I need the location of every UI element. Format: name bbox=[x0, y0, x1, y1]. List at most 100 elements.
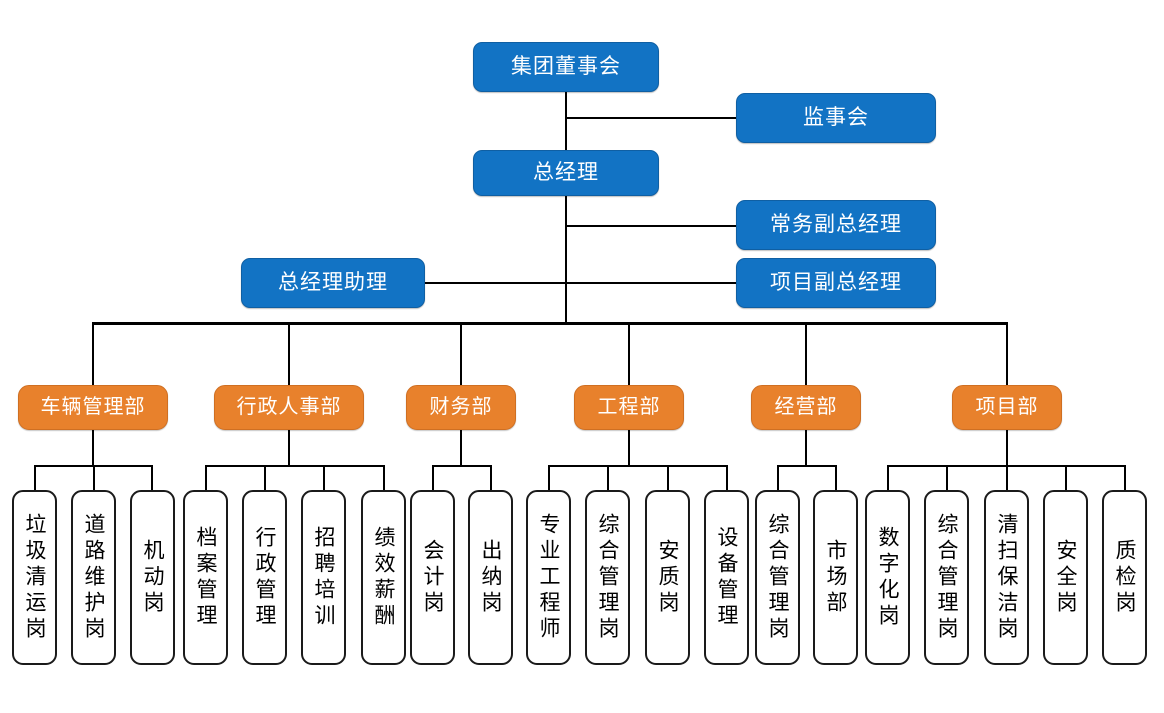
connector-leaf-drop bbox=[667, 465, 669, 491]
leaf-position-label: 行政管理 bbox=[253, 525, 277, 630]
connector-admin-hr-drop bbox=[288, 430, 290, 466]
node-department-project-label: 项目部 bbox=[975, 396, 1039, 418]
connector-board-to-gm bbox=[565, 92, 567, 156]
leaf-position-label: 绩效薪酬 bbox=[372, 525, 396, 630]
connector-leaf-drop bbox=[835, 465, 837, 491]
leaf-position-label: 清扫保洁岗 bbox=[995, 512, 1019, 643]
connector-leaf-drop bbox=[432, 465, 434, 491]
connector-leaf-drop bbox=[777, 465, 779, 491]
leaf-position-label: 招聘培训 bbox=[312, 525, 336, 630]
sub-bus-finance bbox=[432, 465, 491, 467]
node-gm-assistant-label: 总经理助理 bbox=[278, 270, 388, 294]
node-department-admin-hr[interactable]: 行政人事部 bbox=[214, 385, 364, 430]
connector-leaf-drop bbox=[1065, 465, 1067, 491]
leaf-position[interactable]: 专业工程师 bbox=[526, 490, 571, 665]
node-general-manager-label: 总经理 bbox=[533, 160, 599, 184]
node-department-project[interactable]: 项目部 bbox=[952, 385, 1062, 430]
leaf-position[interactable]: 综合管理岗 bbox=[924, 490, 969, 665]
leaf-position-label: 出纳岗 bbox=[479, 538, 503, 617]
connector-vehicle-drop bbox=[92, 430, 94, 466]
connector-leaf-drop bbox=[264, 465, 266, 491]
leaf-position[interactable]: 行政管理 bbox=[242, 490, 287, 665]
leaf-position[interactable]: 数字化岗 bbox=[865, 490, 910, 665]
node-department-admin-hr-label: 行政人事部 bbox=[236, 396, 342, 418]
leaf-position[interactable]: 设备管理 bbox=[704, 490, 749, 665]
node-executive-deputy-gm-label: 常务副总经理 bbox=[770, 212, 902, 236]
connector-leaf-drop bbox=[151, 465, 153, 491]
node-project-deputy-gm[interactable]: 项目副总经理 bbox=[736, 258, 936, 308]
node-general-manager[interactable]: 总经理 bbox=[473, 150, 659, 196]
leaf-position-label: 会计岗 bbox=[421, 538, 445, 617]
leaf-position[interactable]: 绩效薪酬 bbox=[361, 490, 406, 665]
leaf-position[interactable]: 综合管理岗 bbox=[585, 490, 630, 665]
node-board-label: 集团董事会 bbox=[511, 54, 621, 78]
node-department-vehicle-label: 车辆管理部 bbox=[40, 396, 146, 418]
leaf-position[interactable]: 出纳岗 bbox=[468, 490, 513, 665]
leaf-position[interactable]: 质检岗 bbox=[1102, 490, 1147, 665]
connector-bus-to-finance bbox=[460, 322, 462, 385]
leaf-position[interactable]: 档案管理 bbox=[183, 490, 228, 665]
connector-leaf-drop bbox=[383, 465, 385, 491]
sub-bus-admin-hr bbox=[205, 465, 384, 467]
leaf-position[interactable]: 招聘培训 bbox=[301, 490, 346, 665]
leaf-position[interactable]: 会计岗 bbox=[410, 490, 455, 665]
leaf-position-label: 市场部 bbox=[824, 538, 848, 617]
node-board[interactable]: 集团董事会 bbox=[473, 42, 659, 92]
connector-leaf-drop bbox=[887, 465, 889, 491]
connector-leaf-drop bbox=[607, 465, 609, 491]
node-department-engineering[interactable]: 工程部 bbox=[574, 385, 684, 430]
leaf-position[interactable]: 市场部 bbox=[813, 490, 858, 665]
connector-leaf-drop bbox=[34, 465, 36, 491]
connector-leaf-drop bbox=[548, 465, 550, 491]
department-bus bbox=[93, 322, 1008, 325]
connector-leaf-drop bbox=[726, 465, 728, 491]
sub-bus-operations bbox=[777, 465, 836, 467]
connector-leaf-drop bbox=[490, 465, 492, 491]
leaf-position-label: 质检岗 bbox=[1113, 538, 1137, 617]
leaf-position-label: 综合管理岗 bbox=[935, 512, 959, 643]
leaf-position[interactable]: 机动岗 bbox=[130, 490, 175, 665]
connector-gm-to-project-deputy bbox=[565, 282, 737, 284]
connector-bus-to-engineering bbox=[628, 322, 630, 385]
node-supervisory-board[interactable]: 监事会 bbox=[736, 93, 936, 143]
connector-leaf-drop bbox=[323, 465, 325, 491]
connector-bus-to-vehicle bbox=[92, 322, 94, 385]
leaf-position[interactable]: 综合管理岗 bbox=[755, 490, 800, 665]
node-executive-deputy-gm[interactable]: 常务副总经理 bbox=[736, 200, 936, 250]
connector-project-drop bbox=[1006, 430, 1008, 466]
connector-leaf-drop bbox=[1006, 465, 1008, 491]
leaf-position[interactable]: 道路维护岗 bbox=[71, 490, 116, 665]
connector-leaf-drop bbox=[93, 465, 95, 491]
connector-leaf-drop bbox=[946, 465, 948, 491]
node-project-deputy-gm-label: 项目副总经理 bbox=[770, 270, 902, 294]
leaf-position-label: 设备管理 bbox=[715, 525, 739, 630]
leaf-position-label: 机动岗 bbox=[141, 538, 165, 617]
leaf-position[interactable]: 安全岗 bbox=[1043, 490, 1088, 665]
node-department-operations-label: 经营部 bbox=[774, 396, 838, 418]
leaf-position[interactable]: 安质岗 bbox=[645, 490, 690, 665]
node-supervisory-board-label: 监事会 bbox=[803, 105, 869, 129]
sub-bus-engineering bbox=[548, 465, 727, 467]
connector-bus-to-project bbox=[1006, 322, 1008, 385]
leaf-position-label: 档案管理 bbox=[194, 525, 218, 630]
node-department-vehicle[interactable]: 车辆管理部 bbox=[18, 385, 168, 430]
connector-gm-to-assistant bbox=[425, 282, 566, 284]
leaf-position[interactable]: 清扫保洁岗 bbox=[984, 490, 1029, 665]
node-department-operations[interactable]: 经营部 bbox=[751, 385, 861, 430]
leaf-position-label: 数字化岗 bbox=[876, 525, 900, 630]
leaf-position-label: 安全岗 bbox=[1054, 538, 1078, 617]
leaf-position-label: 道路维护岗 bbox=[82, 512, 106, 643]
node-gm-assistant[interactable]: 总经理助理 bbox=[241, 258, 425, 308]
connector-bus-to-operations bbox=[805, 322, 807, 385]
leaf-position-label: 安质岗 bbox=[656, 538, 680, 617]
node-department-engineering-label: 工程部 bbox=[597, 396, 661, 418]
leaf-position[interactable]: 垃圾清运岗 bbox=[12, 490, 57, 665]
connector-bus-to-admin-hr bbox=[288, 322, 290, 385]
connector-leaf-drop bbox=[1124, 465, 1126, 491]
connector-engineering-drop bbox=[628, 430, 630, 466]
node-department-finance[interactable]: 财务部 bbox=[406, 385, 516, 430]
leaf-position-label: 综合管理岗 bbox=[596, 512, 620, 643]
connector-finance-drop bbox=[460, 430, 462, 466]
connector-gm-spine bbox=[565, 196, 567, 324]
